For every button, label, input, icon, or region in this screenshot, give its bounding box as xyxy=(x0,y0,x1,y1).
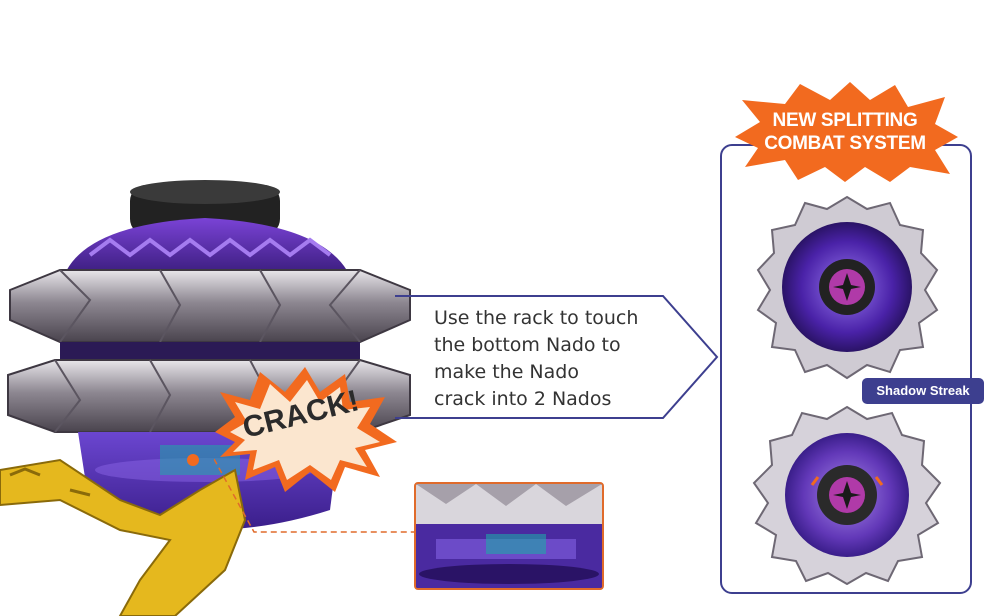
crack-starburst xyxy=(215,367,397,492)
new-system-badge xyxy=(735,82,958,182)
connector-dashed-line xyxy=(214,458,419,533)
callout-arrow xyxy=(395,295,719,419)
callout-text: Use the rack to touch the bottom Nado to… xyxy=(434,305,674,413)
product-name-tag: Shadow Streak xyxy=(862,378,984,404)
angled-view-disc xyxy=(752,405,942,585)
new-system-text: NEW SPLITTING COMBAT SYSTEM xyxy=(730,109,960,155)
closeup-inset xyxy=(414,482,604,590)
top-view-disc xyxy=(756,195,939,380)
badge-line-2: COMBAT SYSTEM xyxy=(764,133,926,154)
callout-line-1: Use the rack to touch xyxy=(434,307,639,329)
callout-line-2: the bottom Nado to xyxy=(434,334,621,356)
closeup-image xyxy=(416,484,602,588)
callout-line-4: crack into 2 Nados xyxy=(434,388,612,410)
callout-line-3: make the Nado xyxy=(434,361,579,383)
badge-line-1: NEW SPLITTING xyxy=(772,110,918,131)
